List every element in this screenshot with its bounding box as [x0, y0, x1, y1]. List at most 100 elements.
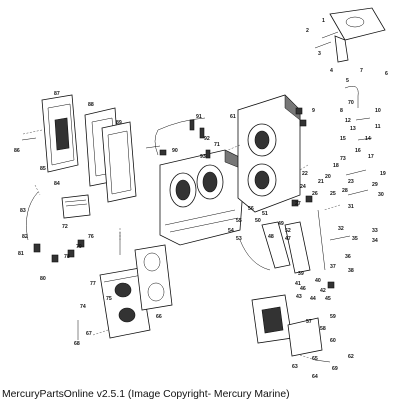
callout-21: 21	[318, 179, 324, 185]
callout-31: 31	[348, 204, 354, 210]
image-caption: MercuryPartsOnline v2.5.1 (Image Copyrig…	[2, 389, 290, 400]
callout-80: 80	[40, 276, 46, 282]
callout-64: 64	[312, 374, 318, 380]
callout-30: 30	[378, 192, 384, 198]
callout-3: 3	[318, 51, 321, 57]
callout-73: 73	[340, 156, 346, 162]
callout-59: 59	[330, 314, 336, 320]
callout-91: 91	[196, 114, 202, 120]
callout-11: 11	[375, 124, 381, 130]
callout-13: 13	[350, 126, 356, 132]
callout-50: 50	[255, 218, 261, 224]
callout-33: 33	[372, 228, 378, 234]
callout-83: 83	[20, 208, 26, 214]
hose-elbow-part	[344, 86, 359, 108]
callout-28: 28	[342, 188, 348, 194]
throttle-linkage	[239, 209, 326, 274]
callout-52: 52	[285, 228, 291, 234]
callout-82: 82	[22, 234, 28, 240]
callout-25: 25	[330, 191, 336, 197]
cylinder-head	[99, 267, 151, 339]
callout-23: 23	[348, 179, 354, 185]
callout-49: 49	[278, 221, 284, 227]
callout-67: 67	[86, 331, 92, 337]
callout-38: 38	[348, 268, 354, 274]
ignition-module	[61, 194, 91, 219]
callout-42: 42	[320, 288, 326, 294]
head-gasket	[134, 244, 173, 311]
callout-62: 62	[348, 354, 354, 360]
callout-36: 36	[345, 254, 351, 260]
callout-60: 60	[330, 338, 336, 344]
callout-9: 9	[312, 108, 315, 114]
callout-55: 55	[236, 218, 242, 224]
callout-32: 32	[338, 226, 344, 232]
callout-90: 90	[172, 148, 178, 154]
callout-18: 18	[333, 163, 339, 169]
callout-27: 27	[295, 201, 301, 207]
callout-88: 88	[88, 102, 94, 108]
callout-68: 68	[74, 341, 80, 347]
fastener-hardware	[21, 31, 373, 363]
callout-14: 14	[365, 136, 371, 142]
callout-51: 51	[262, 211, 268, 217]
bypass-cover	[251, 294, 323, 357]
callout-84: 84	[54, 181, 60, 187]
leader-lines	[22, 129, 341, 361]
crankcase-cover	[237, 94, 301, 213]
callout-86: 86	[14, 148, 20, 154]
callout-15: 15	[340, 136, 346, 142]
fuel-line	[154, 117, 206, 156]
callout-39: 39	[298, 271, 304, 277]
bypass-hose	[26, 191, 39, 241]
callout-45: 45	[325, 296, 331, 302]
callout-6: 6	[385, 71, 388, 77]
callout-20: 20	[325, 174, 331, 180]
callout-63: 63	[292, 364, 298, 370]
callout-72: 72	[62, 224, 68, 230]
callout-24: 24	[300, 184, 306, 190]
callout-35: 35	[352, 236, 358, 242]
callout-78: 78	[64, 254, 70, 260]
callout-61: 61	[230, 114, 236, 120]
callout-44: 44	[310, 296, 316, 302]
callout-77: 77	[90, 281, 96, 287]
transfer-port-cover	[41, 94, 79, 173]
callout-85: 85	[40, 166, 46, 172]
callout-75: 75	[106, 296, 112, 302]
callout-46: 46	[300, 286, 306, 292]
callout-92: 92	[204, 136, 210, 142]
callout-58: 58	[320, 326, 326, 332]
callout-22: 22	[302, 171, 308, 177]
callout-40: 40	[315, 278, 321, 284]
callout-71: 71	[214, 142, 220, 148]
powerhead-block	[159, 149, 246, 246]
callout-57: 57	[306, 319, 312, 325]
callout-4: 4	[330, 68, 333, 74]
callout-74: 74	[80, 304, 86, 310]
callout-87: 87	[54, 91, 60, 97]
callout-17: 17	[368, 154, 374, 160]
bracket-part	[329, 7, 386, 63]
callout-10: 10	[375, 108, 381, 114]
callout-2: 2	[306, 28, 309, 34]
callout-56: 56	[248, 206, 254, 212]
callout-65: 65	[312, 356, 318, 362]
callout-29: 29	[372, 182, 378, 188]
callout-47: 47	[285, 236, 291, 242]
callout-89: 89	[116, 120, 122, 126]
callout-76: 76	[88, 234, 94, 240]
callout-19: 19	[380, 171, 386, 177]
callout-79: 79	[76, 244, 82, 250]
callout-8: 8	[340, 108, 343, 114]
cover-gasket	[84, 107, 137, 203]
callout-1: 1	[322, 18, 325, 24]
callout-48: 48	[268, 234, 274, 240]
callout-5: 5	[346, 78, 349, 84]
callout-16: 16	[355, 148, 361, 154]
callout-26: 26	[312, 191, 318, 197]
callout-81: 81	[18, 251, 24, 257]
callout-34: 34	[372, 238, 378, 244]
